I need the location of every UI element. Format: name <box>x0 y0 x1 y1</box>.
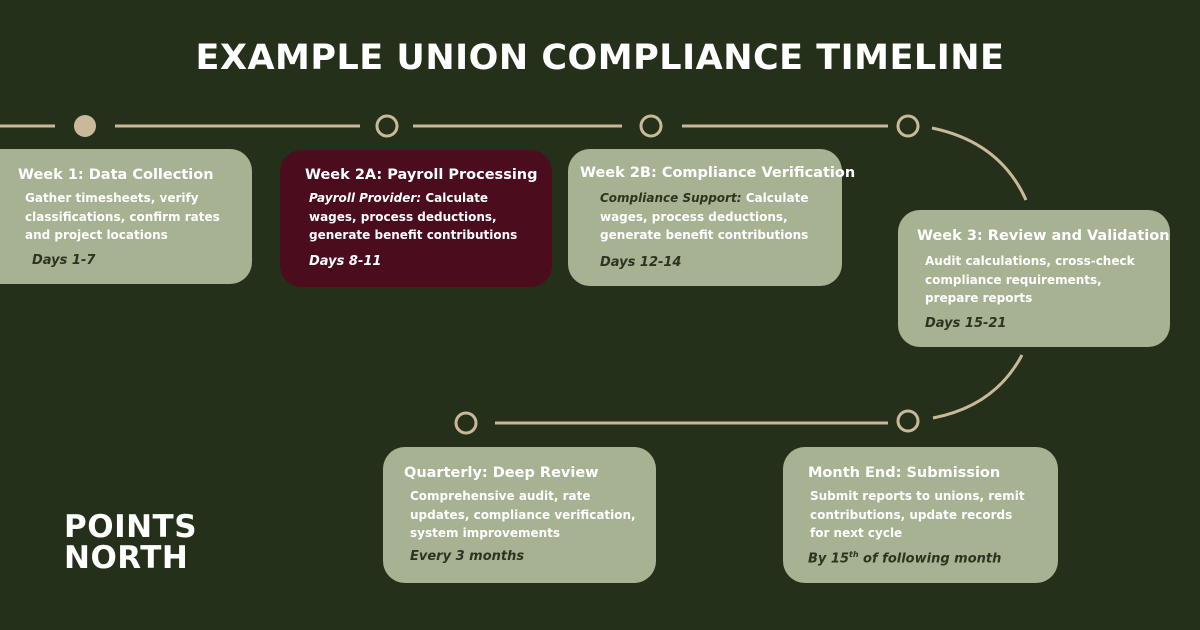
stage-timing: Days 1-7 <box>32 253 96 268</box>
milestone-dot-filled <box>74 115 96 137</box>
stage-card-quarterly: Quarterly: Deep Review Comprehensive aud… <box>383 447 656 583</box>
milestone-dot <box>454 411 478 435</box>
stage-card-week-2a: Week 2A: Payroll Processing Payroll Prov… <box>280 150 552 287</box>
stage-timing: Every 3 months <box>410 549 525 564</box>
stage-timing: Days 15-21 <box>925 316 1007 331</box>
stage-title: Quarterly: Deep Review <box>404 465 599 481</box>
stage-card-week-1: Week 1: Data Collection Gather timesheet… <box>0 149 252 284</box>
stage-timing: Days 8-11 <box>309 254 382 269</box>
stage-lead: Payroll Provider: <box>309 191 422 205</box>
stage-description: Gather timesheets, verify classification… <box>25 191 220 242</box>
page-title: EXAMPLE UNION COMPLIANCE TIMELINE <box>195 38 1005 78</box>
stage-description: Submit reports to unions, remit contribu… <box>810 489 1025 540</box>
stage-title: Week 2A: Payroll Processing <box>305 167 538 183</box>
milestone-dot <box>896 114 920 138</box>
stage-card-week-3: Week 3: Review and Validation Audit calc… <box>898 210 1170 347</box>
stage-card-week-2b: Week 2B: Compliance Verification Complia… <box>568 149 855 286</box>
stage-timing: By 15th of following month <box>808 550 1002 567</box>
stage-card-month-end: Month End: Submission Submit reports to … <box>783 447 1058 583</box>
stage-description: Audit calculations, cross-check complian… <box>925 254 1135 305</box>
points-north-logo: POINTS NORTH <box>64 509 198 576</box>
stage-description: Compliance Support: Calculate wages, pro… <box>600 191 809 242</box>
stage-title: Week 2B: Compliance Verification <box>580 165 856 181</box>
track-curve <box>932 354 1024 420</box>
stage-timing: Days 12-14 <box>600 255 682 270</box>
milestone-dot <box>375 114 399 138</box>
stage-lead: Compliance Support: <box>600 191 742 205</box>
stage-title: Month End: Submission <box>808 465 1001 481</box>
stage-description: Payroll Provider: Calculate wages, proce… <box>309 191 518 242</box>
stage-title: Week 1: Data Collection <box>18 167 214 183</box>
stage-title: Week 3: Review and Validation <box>917 228 1170 244</box>
milestone-dot <box>896 409 920 433</box>
milestone-dot <box>639 114 663 138</box>
track-curve <box>931 126 1028 201</box>
stage-description: Comprehensive audit, rate updates, compl… <box>410 489 636 540</box>
